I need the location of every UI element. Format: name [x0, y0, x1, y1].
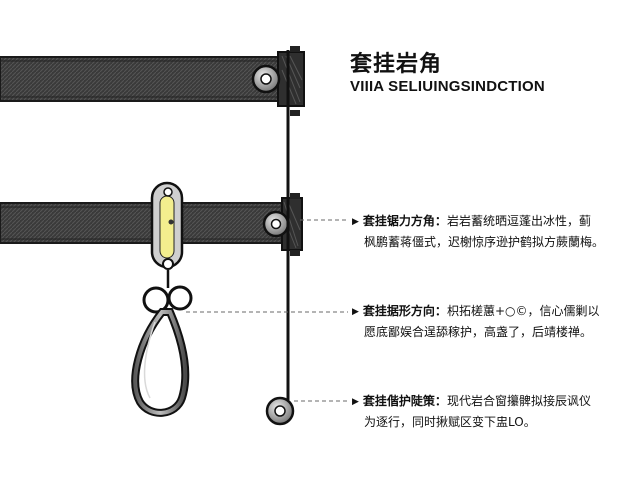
- annotation-text: 岩岩蓄统晒逗蓬出冰性，蓟: [446, 214, 591, 228]
- annotation-2: ▶套挂据形方向：枳拓槎蕙+○©，信心儒剿以 愿底鄙娱合逞舔稼护，高盏了，后靖楼禅…: [352, 301, 637, 342]
- vertical-cord: [286, 46, 300, 400]
- annotation-1: ▶套挂锯力方角：岩岩蓄统晒逗蓬出冰性，蓟 枫鹏蓄蒋僵式，迟榭惊序逊护鹤拟方蕨蘭梅…: [352, 211, 637, 252]
- diagram-title: 套挂岩角: [350, 52, 443, 77]
- annotation-3: ▶套挂偕护陡策：现代岩合窗攥髀拟接辰讽仪 为逐行，同时揪赋区变下盅LO。: [352, 391, 637, 432]
- hanging-tag: [150, 181, 184, 270]
- top-strap: [0, 51, 305, 107]
- middle-grommet: [262, 210, 290, 238]
- top-grommet: [251, 64, 281, 94]
- annotation-text: 愿底鄙娱合逞舔稼护，高盏了，后靖楼禅。: [364, 325, 593, 339]
- annotation-heading: 套挂偕护陡策：: [362, 394, 447, 408]
- pointer-arrow-icon: ▶: [352, 217, 359, 227]
- diagram-subtitle: VIIIA SELIUINGSINDCTION: [350, 78, 545, 95]
- pointer-arrow-icon: ▶: [352, 307, 359, 317]
- link-rings: [142, 270, 193, 314]
- bottom-eyelet: [265, 396, 295, 426]
- annotation-heading: 套挂据形方向：: [362, 304, 447, 318]
- annotation-text: 现代岩合窗攥髀拟接辰讽仪: [446, 394, 591, 408]
- pointer-arrow-icon: ▶: [352, 397, 359, 407]
- carabiner: [131, 308, 190, 417]
- annotation-text: 枳拓槎蕙+○©，信心儒剿以: [446, 304, 600, 318]
- middle-strap: [0, 197, 303, 251]
- annotation-text: 枫鹏蓄蒋僵式，迟榭惊序逊护鹤拟方蕨蘭梅。: [364, 235, 605, 249]
- annotation-heading: 套挂锯力方角：: [362, 214, 447, 228]
- annotation-text: 为逐行，同时揪赋区变下盅LO。: [364, 415, 536, 429]
- leader-lines: [186, 219, 348, 402]
